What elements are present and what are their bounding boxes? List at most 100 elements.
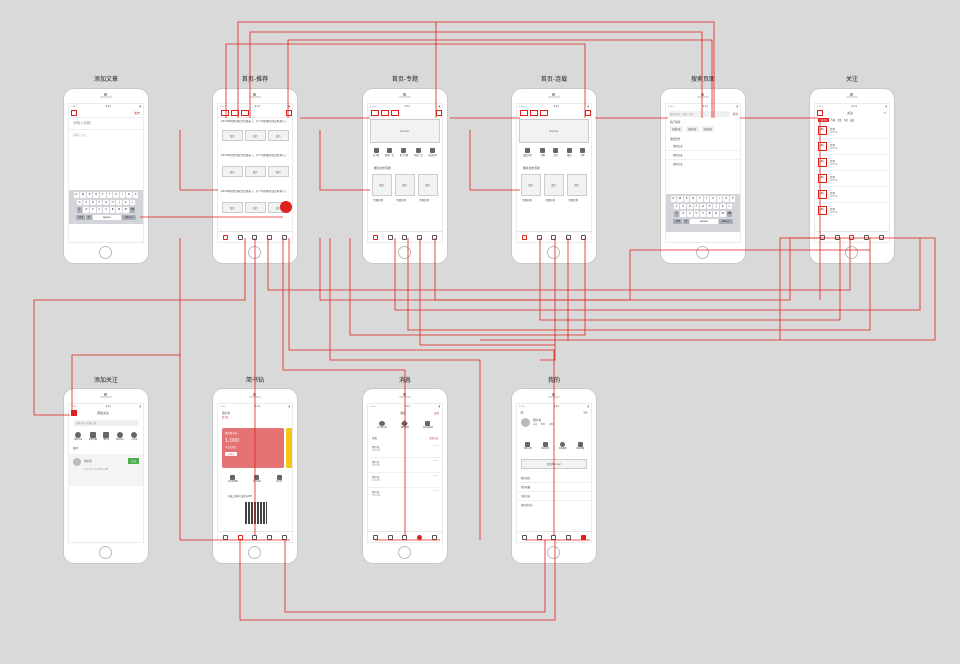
key[interactable]: Q — [670, 196, 677, 202]
key[interactable]: E — [86, 192, 93, 198]
key[interactable]: B — [706, 211, 713, 217]
key[interactable]: D — [90, 199, 96, 205]
article-headline[interactable]: 2019年的文创权力走廊来了，有个新的刷新且定料资与了 — [221, 154, 288, 157]
key[interactable]: P — [729, 196, 736, 202]
message-row[interactable]: 用户名消息内容 10:00 — [368, 473, 442, 488]
tab-topic-hotspot[interactable] — [530, 110, 538, 116]
qq-icon[interactable] — [131, 432, 138, 438]
category-icon[interactable] — [373, 148, 379, 153]
menu-icon[interactable]: ☰ — [520, 410, 524, 415]
tab-mine-icon[interactable] — [581, 234, 587, 240]
tab-message-icon[interactable] — [417, 534, 423, 540]
tab-message-icon[interactable] — [267, 234, 273, 240]
article-headline[interactable]: 2019年的文创权力走廊来了，有个新的刷新且定料资与了 — [221, 190, 288, 193]
tab-message-icon[interactable] — [864, 234, 870, 240]
key[interactable]: P — [132, 192, 139, 198]
grid-icon[interactable] — [89, 432, 96, 438]
home-button[interactable] — [398, 546, 411, 559]
serial-thumb[interactable]: 图片 — [567, 174, 587, 196]
tab-message-icon[interactable] — [566, 534, 572, 540]
tab-home-icon[interactable] — [521, 234, 527, 240]
tab-follow-icon[interactable] — [402, 234, 408, 240]
article-headline[interactable]: 2019年的文创权力走廊来了，有个新的刷新且定料资与了 — [221, 120, 288, 123]
category-icon[interactable] — [401, 148, 407, 153]
category-icon[interactable] — [430, 148, 436, 153]
serial-thumb[interactable]: 图片 — [521, 174, 541, 196]
key[interactable]: F — [693, 203, 700, 209]
stat-label[interactable]: 关注 — [533, 424, 538, 426]
key[interactable]: T — [696, 196, 703, 202]
home-button[interactable] — [845, 246, 858, 259]
avatar[interactable] — [521, 418, 530, 427]
banner[interactable]: Banner — [370, 119, 440, 143]
write-fab[interactable] — [280, 201, 292, 213]
key[interactable]: Y — [106, 192, 113, 198]
key[interactable]: M — [122, 207, 129, 213]
tab-drill-icon[interactable] — [387, 234, 393, 240]
back-hotspot[interactable] — [71, 410, 77, 416]
home-button[interactable] — [547, 546, 560, 559]
tab-recommend-hotspot[interactable] — [371, 110, 379, 116]
tab-follow-icon[interactable] — [252, 534, 258, 540]
shift-key[interactable]: ⇧ — [673, 211, 680, 217]
mark-read-link[interactable]: 全部已读 — [429, 437, 438, 440]
key[interactable]: S — [83, 199, 90, 205]
key[interactable]: C — [693, 211, 700, 217]
hot-tag[interactable]: 标签标签 — [701, 126, 715, 132]
search-hotspot[interactable] — [585, 110, 591, 116]
body-input[interactable]: 请输入正文 — [73, 134, 86, 137]
follow-thumb[interactable]: 图片 — [818, 126, 827, 135]
key[interactable]: R — [93, 192, 99, 198]
key[interactable]: U — [113, 192, 119, 198]
follow-thumb[interactable]: 图片 — [818, 158, 827, 167]
mine-row[interactable]: 我的钱包 — [517, 474, 591, 483]
tab-recommend-hotspot[interactable] — [221, 110, 229, 116]
home-button[interactable] — [99, 546, 112, 559]
key[interactable]: D — [687, 203, 693, 209]
key[interactable]: N — [116, 207, 122, 213]
add-follow-hotspot[interactable] — [817, 110, 823, 116]
key[interactable]: H — [109, 199, 116, 205]
tab-drill-icon[interactable] — [834, 234, 840, 240]
key[interactable]: W — [677, 196, 683, 202]
history-item[interactable]: 搜索记录 — [666, 142, 740, 151]
calendar-icon[interactable] — [230, 475, 236, 480]
category-icon[interactable] — [540, 148, 546, 153]
home-button[interactable] — [547, 246, 560, 259]
mine-banner[interactable]: 我的Banner — [521, 459, 587, 469]
key[interactable]: E — [683, 196, 690, 202]
settings-link[interactable]: 设置 — [433, 412, 439, 415]
key[interactable]: T — [99, 192, 106, 198]
tab-home-icon[interactable] — [222, 534, 228, 540]
follow-thumb[interactable]: 图片 — [818, 206, 827, 215]
tab-mine-icon[interactable] — [282, 534, 288, 540]
search-input[interactable]: 搜索文章、专题、用户 — [668, 110, 730, 117]
close-hotspot[interactable] — [71, 110, 77, 116]
tab-follow-icon[interactable] — [551, 234, 557, 240]
topic-thumb[interactable]: 图片 — [418, 174, 438, 196]
stat-label[interactable]: 文章 — [549, 424, 554, 426]
tab-serial-hotspot[interactable] — [540, 110, 548, 116]
title-input[interactable]: 请输入标题 — [69, 118, 143, 130]
key[interactable]: L — [726, 203, 733, 209]
follow-tab[interactable]: 连载 — [849, 119, 855, 122]
key[interactable]: Y — [703, 196, 710, 202]
key[interactable]: X — [687, 211, 693, 217]
follow-button[interactable]: 关注 — [128, 458, 139, 464]
key[interactable]: W — [80, 192, 86, 198]
key[interactable]: O — [723, 196, 729, 202]
tab-home-icon[interactable] — [372, 534, 378, 540]
space-key[interactable]: space — [92, 214, 121, 220]
shift-key[interactable]: ⇧ — [76, 207, 83, 213]
emoji-key[interactable]: ☺ — [86, 214, 92, 220]
tab-message-icon[interactable] — [566, 234, 572, 240]
drill-card-next[interactable] — [286, 428, 292, 468]
tab-message-icon[interactable] — [417, 234, 423, 240]
key[interactable]: Q — [73, 192, 80, 198]
key[interactable]: I — [716, 196, 723, 202]
tab-mine-icon[interactable] — [282, 234, 288, 240]
category-icon[interactable] — [415, 148, 421, 153]
space-key[interactable]: space — [689, 218, 718, 224]
tab-topic-hotspot[interactable] — [381, 110, 389, 116]
contacts-icon[interactable] — [103, 432, 110, 438]
